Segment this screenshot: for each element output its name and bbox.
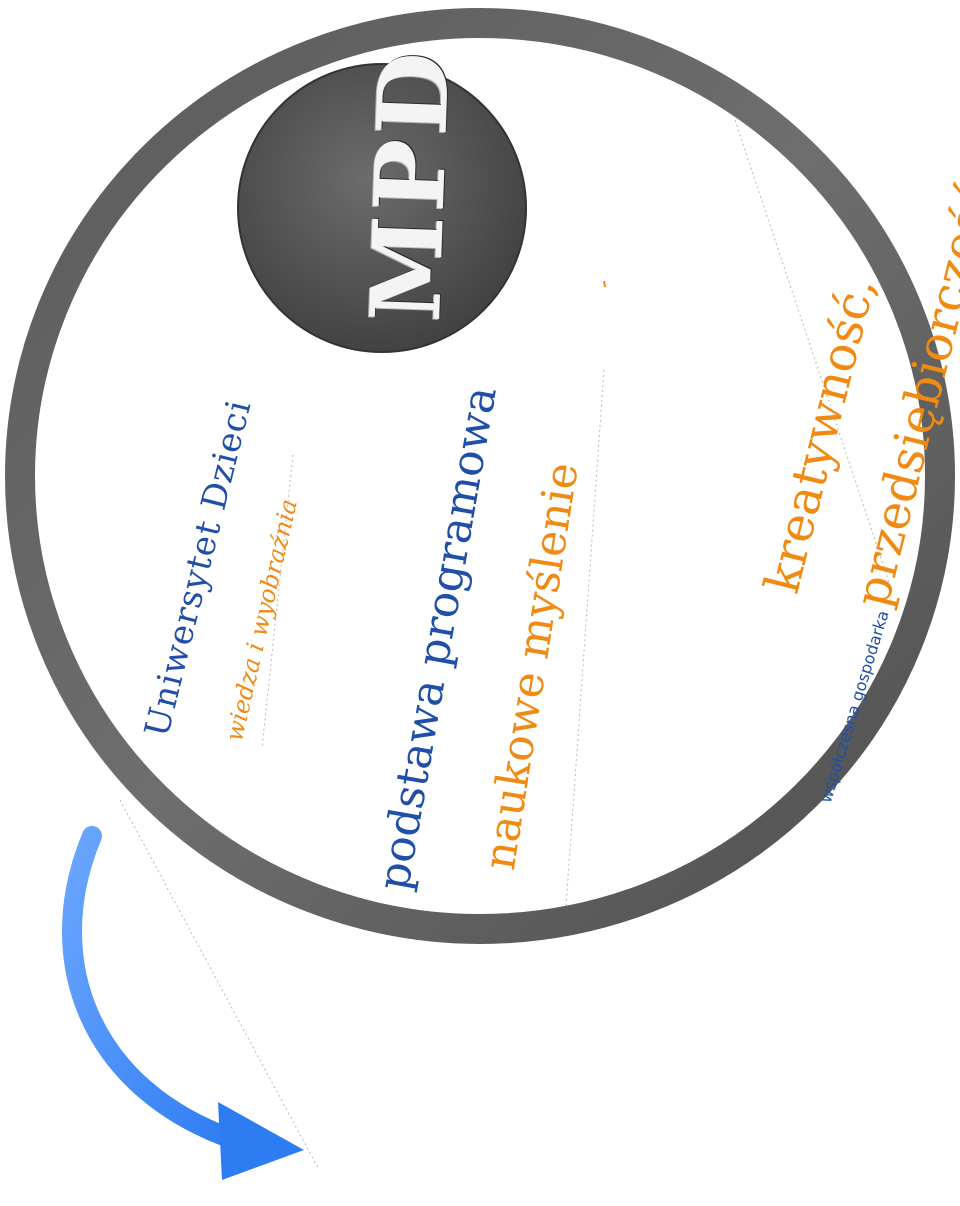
curved-arrow-icon — [62, 826, 304, 1180]
mpd-badge — [237, 63, 527, 353]
guide-line-przedsiebiorczosc — [734, 119, 891, 586]
orange-tick — [603, 280, 606, 288]
guide-line-naukowe — [565, 369, 605, 907]
guide-line-wiedza — [261, 454, 294, 749]
outer-ring — [5, 8, 955, 944]
guide-lines — [119, 119, 891, 1169]
mpd-badge-text: MPD — [349, 46, 472, 324]
